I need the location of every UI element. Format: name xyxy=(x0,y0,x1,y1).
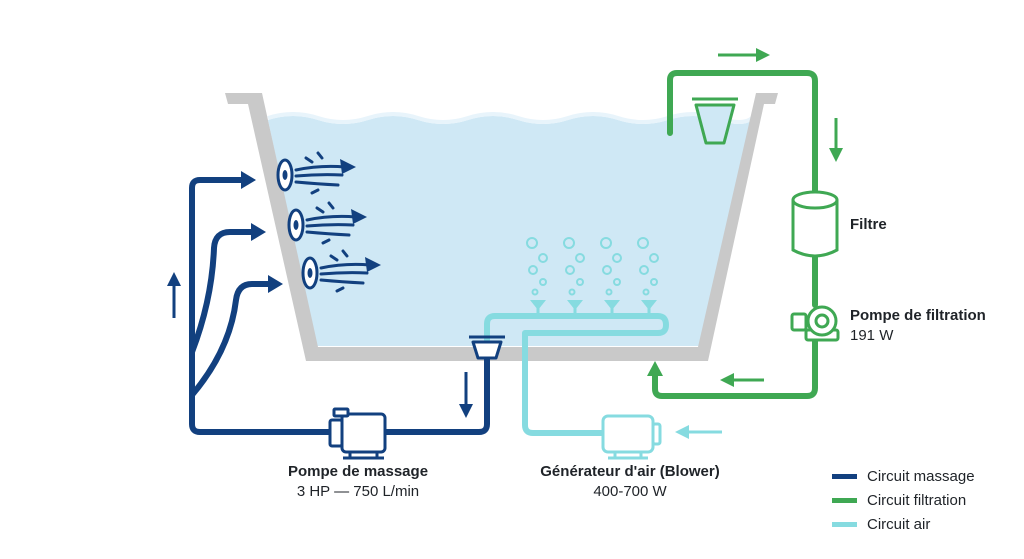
air-bubble-icon xyxy=(526,237,659,296)
massage-pump-title: Pompe de massage xyxy=(287,463,429,480)
legend-label: Circuit massage xyxy=(867,467,975,485)
massage-pump-spec: 3 HP — 750 L/min xyxy=(296,483,420,500)
massage-flow-arrows xyxy=(167,272,473,418)
filtration-pump-spec: 191 W xyxy=(850,327,894,344)
air-nozzle-icon xyxy=(567,300,583,310)
flow-arrow-icon xyxy=(647,361,663,376)
air-nozzle-risers xyxy=(536,303,651,318)
blower-title: Générateur d'air (Blower) xyxy=(540,463,720,480)
filter-label: Filtre xyxy=(850,215,887,235)
flow-arrow-icon xyxy=(167,272,181,318)
air-pipe xyxy=(484,313,669,436)
water-surface-wave xyxy=(267,112,754,124)
massage-pipe-discharge xyxy=(189,177,333,435)
air-circuit xyxy=(484,303,669,436)
massage-pump-label: Pompe de massage 3 HP — 750 L/min xyxy=(258,462,458,502)
filtration-pump-label: Pompe de filtration 191 W xyxy=(850,306,986,346)
flow-arrow-icon xyxy=(829,118,843,162)
bottom-drain-icon xyxy=(469,335,505,360)
legend-swatch xyxy=(832,473,857,479)
filtration-flow-arrows xyxy=(647,48,843,387)
blower-label: Générateur d'air (Blower) 400-700 W xyxy=(520,462,740,502)
water-body xyxy=(268,116,752,346)
air-nozzle-icon xyxy=(530,300,546,310)
water-jet-icon xyxy=(301,249,381,293)
filter-label-text: Filtre xyxy=(850,216,887,233)
air-nozzle-icon xyxy=(641,300,657,310)
water-jets xyxy=(276,151,381,293)
legend: Circuit massage Circuit filtration Circu… xyxy=(832,464,1022,536)
legend-item-air: Circuit air xyxy=(832,512,1022,536)
legend-item-massage: Circuit massage xyxy=(832,464,1022,488)
filtration-pipe-return xyxy=(652,337,818,399)
air-nozzle-icon xyxy=(604,300,620,310)
massage-pipe-suction xyxy=(382,342,490,435)
legend-label: Circuit air xyxy=(867,515,931,533)
flow-arrow-icon xyxy=(459,372,473,418)
filter-cartridge-icon xyxy=(791,190,839,258)
filtration-pump-title: Pompe de filtration xyxy=(850,307,986,324)
skimmer-basket-icon xyxy=(692,97,738,145)
air-nozzles xyxy=(530,300,657,310)
filtration-circuit xyxy=(652,70,818,399)
flow-arrow-icon xyxy=(675,425,722,439)
massage-branch-arrowheads xyxy=(241,171,283,293)
water-jet-icon xyxy=(287,201,367,245)
flow-arrow-icon xyxy=(720,373,764,387)
spa-basin xyxy=(225,93,778,361)
filtration-pump-icon xyxy=(790,305,840,342)
filtration-pipe-top xyxy=(667,70,818,198)
legend-label: Circuit filtration xyxy=(867,491,967,509)
massage-pipe-branch-middle xyxy=(189,229,256,355)
air-blower-icon xyxy=(601,414,662,460)
massage-pump-icon xyxy=(328,407,387,460)
massage-circuit xyxy=(189,177,490,435)
blower-spec: 400-700 W xyxy=(593,483,667,500)
legend-swatch xyxy=(832,497,857,503)
massage-pipe-branch-bottom xyxy=(189,281,273,398)
flow-arrow-icon xyxy=(718,48,770,62)
legend-item-filtration: Circuit filtration xyxy=(832,488,1022,512)
water-jet-icon xyxy=(276,151,356,195)
legend-swatch xyxy=(832,521,857,527)
